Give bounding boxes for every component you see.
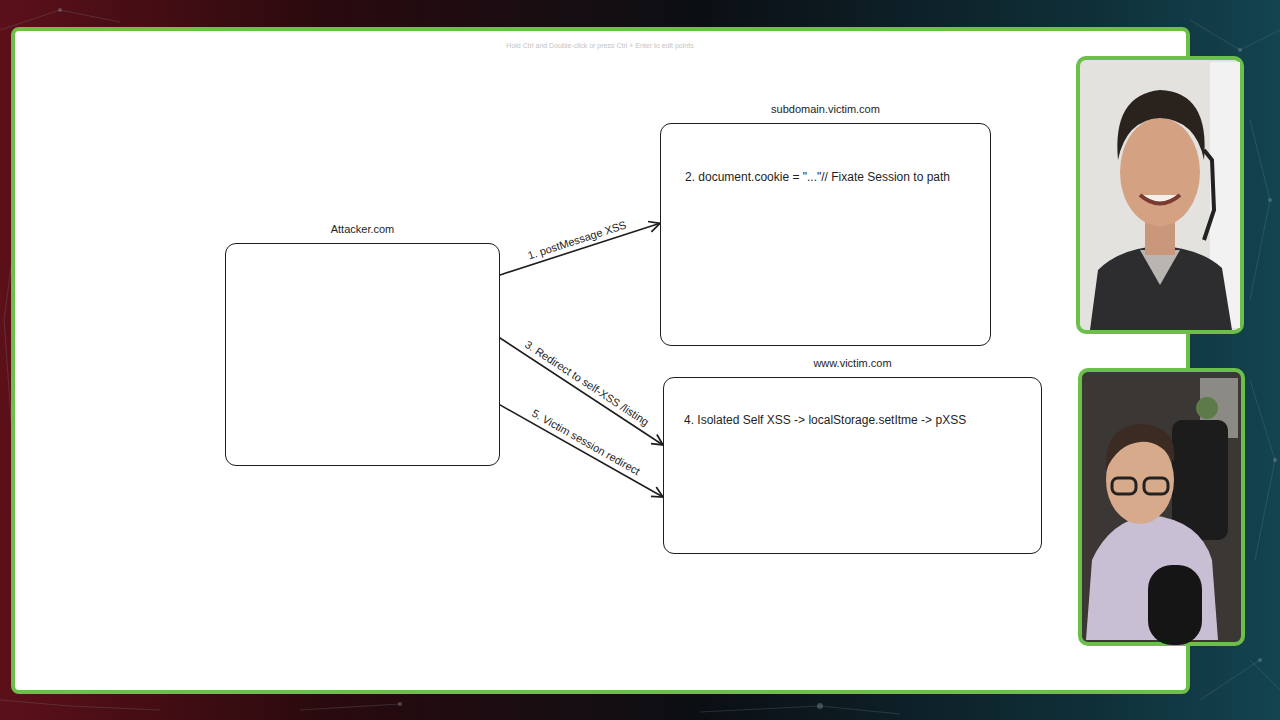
headset: [1204, 150, 1214, 240]
collar: [1140, 250, 1180, 285]
webcam-top: [1078, 58, 1242, 332]
network-dot: [1258, 658, 1262, 662]
microphone: [1148, 565, 1202, 645]
network-dot: [1273, 458, 1277, 462]
site-box: Attacker.com: [225, 243, 500, 466]
smile: [1140, 195, 1180, 204]
plant: [1196, 397, 1218, 419]
network-dot: [58, 8, 62, 12]
site-box: www.victim.com4. Isolated Self XSS -> lo…: [663, 377, 1042, 554]
shirt: [1090, 246, 1232, 330]
hair: [1117, 90, 1204, 160]
network-dot: [1268, 198, 1272, 202]
whiteboard-panel: [13, 29, 1188, 692]
box-body-text: 2. document.cookie = "..."// Fixate Sess…: [685, 170, 950, 184]
editor-hint: Hold Ctrl and Double-click or press Ctrl…: [506, 42, 693, 49]
webcam-bottom: [1080, 370, 1243, 645]
hair: [1106, 424, 1175, 470]
face: [1120, 118, 1200, 226]
edge-label: 1. postMessage XSS: [524, 218, 629, 262]
box-body-text: 4. Isolated Self XSS -> localStorage.set…: [684, 413, 966, 427]
network-pattern: [0, 10, 1280, 714]
glasses: [1144, 478, 1168, 494]
webcam-frame: [1080, 370, 1243, 644]
site-box: subdomain.victim.com2. document.cookie =…: [660, 123, 991, 346]
chair: [1172, 420, 1228, 540]
network-dot: [398, 702, 402, 706]
network-dot: [1238, 48, 1242, 52]
network-dot: [817, 703, 823, 709]
webcam-frame: [1078, 58, 1242, 332]
arrow-connector: [500, 223, 660, 275]
glasses: [1112, 478, 1136, 494]
network-line: [0, 10, 1280, 714]
box-heading: www.victim.com: [624, 357, 1081, 369]
box-heading: Attacker.com: [186, 223, 539, 235]
box-heading: subdomain.victim.com: [621, 103, 1030, 115]
network-dots: [12, 8, 1277, 709]
arrow-connector: [500, 338, 663, 445]
